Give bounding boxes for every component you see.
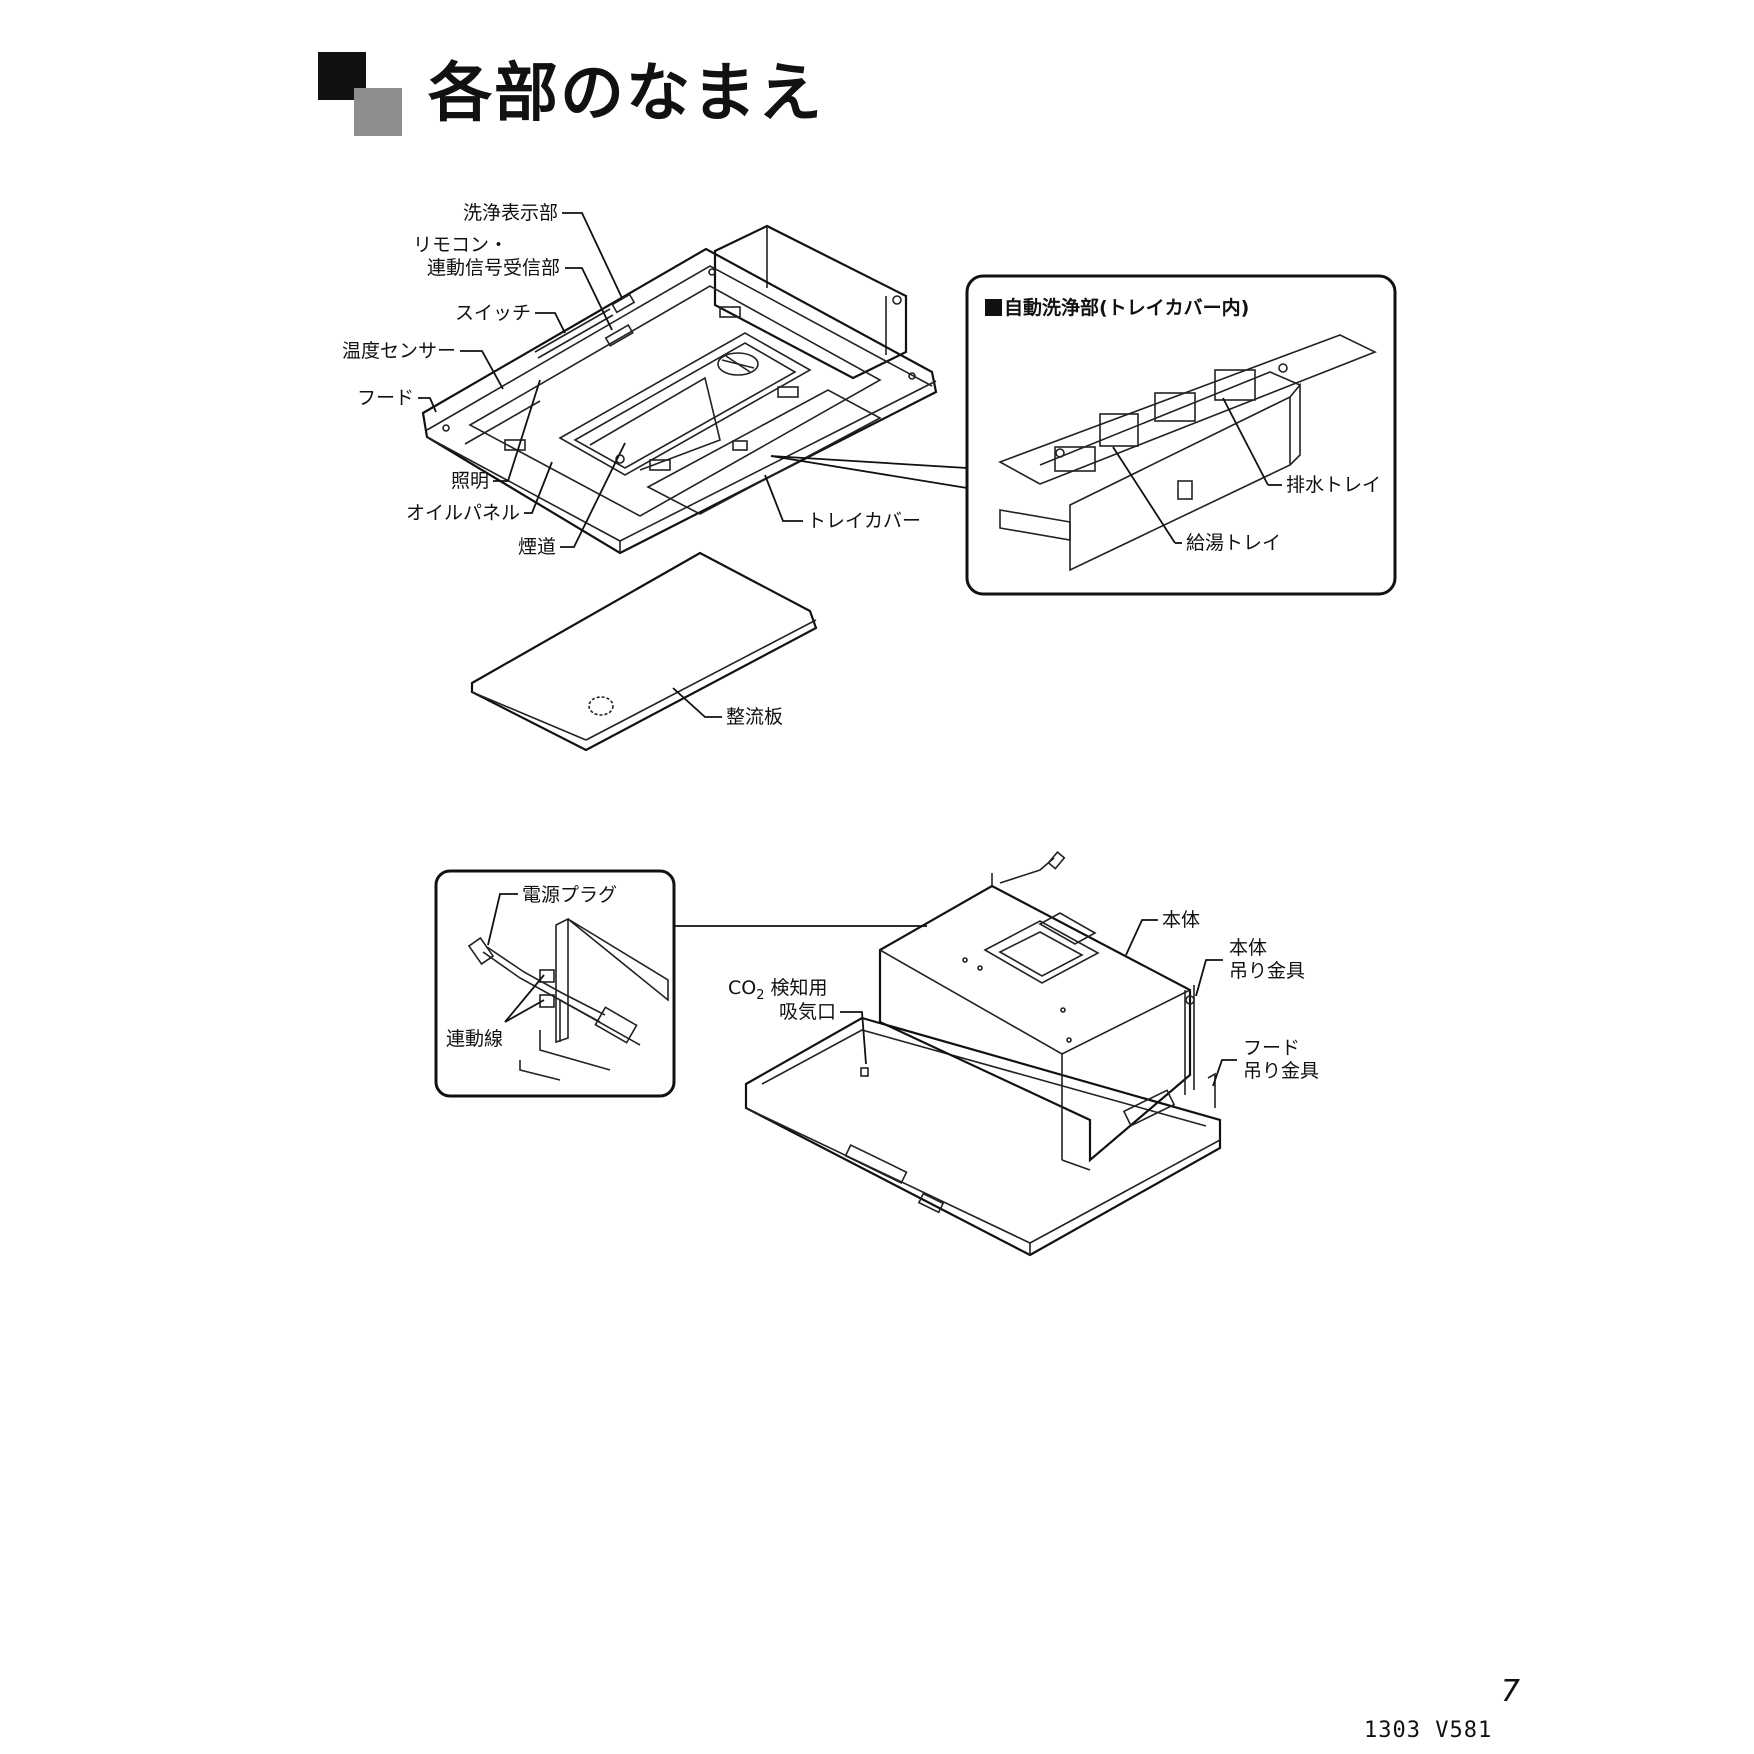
- bottom-leader-lines: [674, 919, 1237, 1087]
- label-remote-receiver-line1: リモコン・: [412, 234, 508, 256]
- auto-wash-inset: [965, 274, 1397, 596]
- co2-suffix: 検知用: [764, 977, 828, 999]
- inset-title-auto-wash: 自動洗浄部(トレイカバー内): [985, 296, 1249, 320]
- label-oil-panel: オイルパネル: [405, 502, 520, 524]
- label-power-plug: 電源プラグ: [522, 884, 618, 906]
- label-hot-water-tray: 給湯トレイ: [1186, 532, 1282, 554]
- label-link-cable: 連動線: [446, 1028, 504, 1050]
- document-code: 1303 V581: [1364, 1718, 1493, 1743]
- label-hood-hanger-line2: 吊り金具: [1243, 1060, 1320, 1082]
- label-body-hanger-line2: 吊り金具: [1229, 960, 1306, 982]
- top-leader-lines: [418, 212, 968, 718]
- label-body: 本体: [1162, 909, 1201, 931]
- label-temperature-sensor: 温度センサー: [341, 340, 456, 362]
- label-tray-cover: トレイカバー: [807, 510, 922, 532]
- page-number: 7: [1500, 1674, 1520, 1709]
- page-title: 各部のなまえ: [428, 57, 824, 131]
- label-hood: フード: [356, 387, 414, 409]
- top-hood-drawing: [421, 224, 938, 555]
- label-co2-intake-line1: CO2 検知用: [728, 976, 828, 1008]
- label-co2-intake-line2: 吸気口: [778, 1001, 836, 1023]
- label-wash-display: 洗浄表示部: [462, 202, 558, 224]
- rectifier-plate-drawing: [470, 551, 818, 752]
- bottom-hood-drawing: [744, 850, 1222, 1257]
- black-square-icon: [985, 299, 1002, 316]
- label-remote-receiver-line2: 連動信号受信部: [426, 257, 560, 279]
- label-drain-tray: 排水トレイ: [1286, 474, 1382, 496]
- label-switch: スイッチ: [454, 302, 531, 324]
- label-lighting: 照明: [450, 470, 489, 492]
- label-body-hanger-line1: 本体: [1229, 937, 1268, 959]
- label-flue: 煙道: [517, 536, 556, 558]
- label-rectifier-plate: 整流板: [726, 706, 784, 728]
- co2-text: CO: [728, 977, 757, 999]
- power-plug-inset: [434, 869, 676, 1098]
- inset-title-text: 自動洗浄部(トレイカバー内): [1004, 297, 1250, 319]
- label-hood-hanger-line1: フード: [1243, 1037, 1301, 1059]
- heading-square-gray-icon: [354, 88, 402, 136]
- co2-subscript: 2: [756, 987, 765, 1003]
